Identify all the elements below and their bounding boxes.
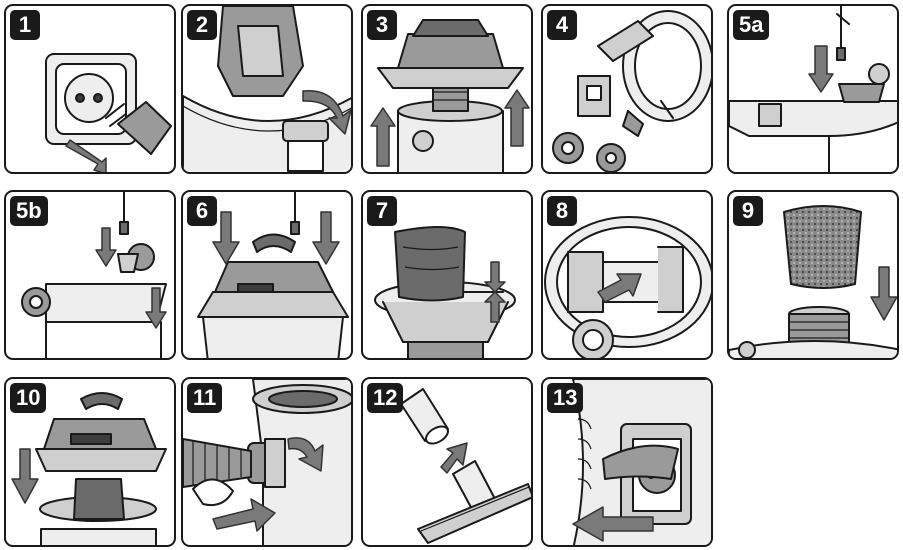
step-panel-4: 4 — [541, 4, 713, 174]
step-number: 11 — [187, 383, 222, 413]
step-panel-12: 12 — [361, 377, 533, 547]
step-number: 5b — [10, 196, 48, 226]
step-panel-11: 11 — [181, 377, 353, 547]
step-number: 9 — [733, 196, 763, 226]
step-number: 12 — [367, 383, 403, 413]
step-panel-7: 7 — [361, 190, 533, 360]
step-number: 8 — [547, 196, 577, 226]
step-number: 4 — [547, 10, 577, 40]
step-panel-6: 6 — [181, 190, 353, 360]
step-number: 5a — [733, 10, 769, 40]
step-number: 2 — [187, 10, 217, 40]
step-panel-5a: 5a — [727, 4, 899, 174]
step-number: 10 — [10, 383, 46, 413]
step-number: 6 — [187, 196, 217, 226]
step-panel-8: 8 — [541, 190, 713, 360]
step-panel-10: 10 — [4, 377, 176, 547]
step-panel-1: 1 — [4, 4, 176, 174]
step-panel-2: 2 — [181, 4, 353, 174]
step-panel-13: 13 — [541, 377, 713, 547]
step-panel-9: 9 — [727, 190, 899, 360]
step-number: 7 — [367, 196, 397, 226]
step-panel-3: 3 — [361, 4, 533, 174]
step-number: 13 — [547, 383, 583, 413]
step-number: 3 — [367, 10, 397, 40]
step-panel-5b: 5b — [4, 190, 176, 360]
step-number: 1 — [10, 10, 40, 40]
